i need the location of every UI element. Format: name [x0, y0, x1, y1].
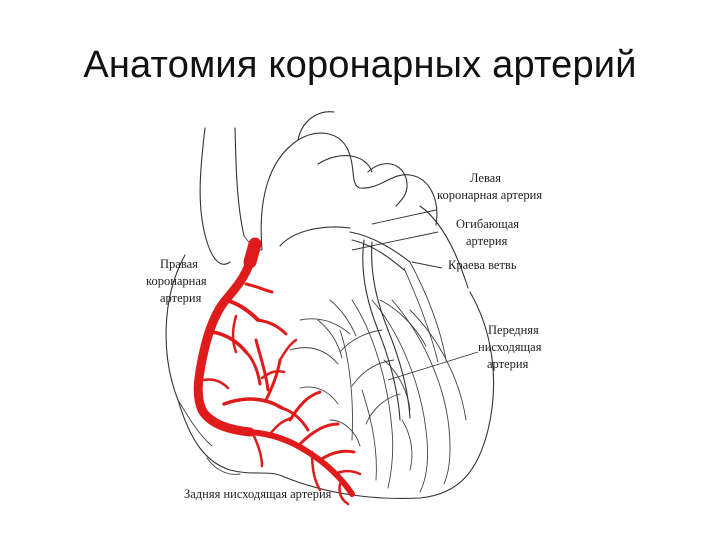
leader-left-coronary [371, 209, 437, 225]
heart-outline [165, 111, 495, 500]
label-leaders [351, 209, 479, 381]
label-left-coronary: Левая коронарная артерия [437, 171, 542, 202]
right-coronary-artery [193, 237, 362, 506]
label-right-coronary: Правая коронарная артерия [146, 257, 210, 305]
leader-anterior-descending [387, 351, 479, 381]
label-circumflex: Огибающая артерия [456, 217, 522, 248]
leader-marginal [411, 261, 443, 269]
left-coronary-tree [317, 231, 447, 425]
leader-circumflex [351, 231, 439, 251]
label-posterior-descending: Задняя нисходящая артерия [184, 487, 332, 501]
label-anterior-descending: Передняя нисходящая артерия [478, 323, 545, 371]
label-marginal: Краева ветвь [448, 258, 517, 272]
slide-title: Анатомия коронарных артерий [83, 44, 637, 86]
